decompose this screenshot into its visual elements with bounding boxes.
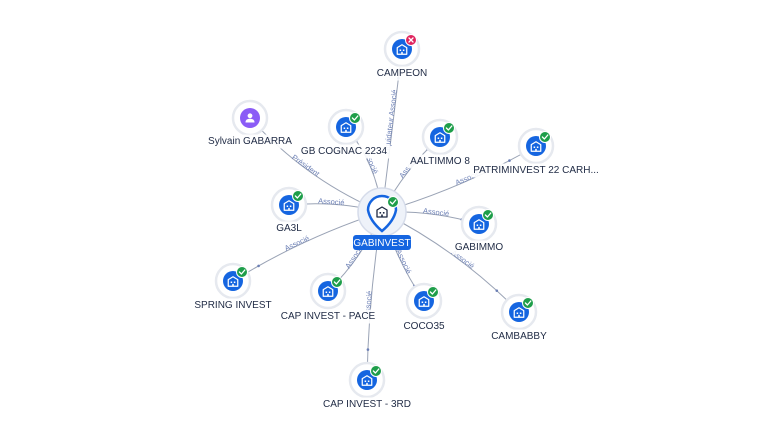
check-badge-icon [331, 276, 343, 288]
check-badge-icon [482, 209, 494, 221]
node-aaltimmo[interactable]: AALTIMMO 8 [407, 118, 474, 169]
node-label-sylvain: Sylvain GABARRA [208, 136, 292, 147]
building-icon [227, 276, 239, 287]
node-label-cambabby: CAMBABBY [491, 331, 547, 342]
node-gabimmo[interactable]: GABIMMO [451, 205, 507, 255]
node-campeon[interactable]: CAMPEON [373, 30, 431, 81]
building-icon [418, 296, 430, 307]
node-label-patriminvest: PATRIMINVEST 22 CARH... [473, 165, 599, 176]
node-label-bg [191, 298, 275, 313]
node-label-bg [205, 134, 296, 149]
building-icon [513, 307, 525, 318]
check-badge-icon [443, 122, 455, 134]
edge-label-ga3l: Associé [318, 196, 345, 207]
edge-label-coco35: Associé [394, 248, 413, 276]
check-badge-icon [387, 196, 399, 208]
edge-arrow-spring [257, 264, 260, 268]
node-cambabby[interactable]: CAMBABBY [488, 293, 551, 344]
node-gbcognac[interactable]: GB COGNAC 2234 [297, 108, 391, 159]
node-label-bg [373, 66, 431, 81]
center-node-gabinvest[interactable]: GABINVEST [353, 187, 411, 250]
node-patriminvest[interactable]: PATRIMINVEST 22 CARH... [470, 127, 602, 178]
node-spring[interactable]: SPRING INVEST [191, 262, 275, 313]
node-cap3rd[interactable]: CAP INVEST - 3RD [320, 361, 414, 412]
node-label-bg [400, 319, 448, 334]
node-label-cappace: CAP INVEST - PACE [281, 311, 376, 322]
check-badge-icon [522, 297, 534, 309]
node-sylvain[interactable]: Sylvain GABARRA [205, 99, 296, 149]
check-badge-icon [539, 131, 551, 143]
check-badge-icon [427, 286, 439, 298]
edge-arrow-cap3rd [366, 348, 370, 351]
building-icon [530, 141, 542, 152]
node-label-bg [297, 144, 391, 159]
node-coco35[interactable]: COCO35 [400, 282, 448, 334]
node-label-coco35: COCO35 [403, 321, 445, 332]
building-icon [322, 286, 334, 297]
node-label-cap3rd: CAP INVEST - 3RD [323, 399, 411, 410]
person-icon [245, 113, 255, 123]
node-label-bg [451, 240, 507, 255]
edge-label-spring: Associé [283, 234, 311, 253]
node-label-aaltimmo: AALTIMMO 8 [410, 156, 470, 167]
node-cappace[interactable]: CAP INVEST - PACE [277, 272, 379, 324]
node-label-bg [488, 329, 551, 344]
node-label-spring: SPRING INVEST [194, 300, 271, 311]
edge-label-cap3rd: Associé [363, 290, 374, 317]
node-label-bg [277, 309, 379, 324]
building-icon [396, 44, 408, 55]
node-label-campeon: CAMPEON [377, 68, 428, 79]
building-icon [340, 122, 352, 133]
center-label: GABINVEST [353, 238, 410, 249]
building-icon [376, 206, 388, 218]
building-icon [434, 132, 446, 143]
node-label-bg [407, 154, 474, 169]
node-label-bg [470, 163, 602, 178]
edge-arrow-cambabby [495, 289, 499, 292]
check-badge-icon [349, 112, 361, 124]
node-label-bg [320, 397, 414, 412]
node-label-gbcognac: GB COGNAC 2234 [301, 146, 388, 157]
building-icon [283, 200, 295, 211]
cross-badge-icon [405, 34, 417, 46]
node-label-gabimmo: GABIMMO [455, 242, 504, 253]
edge-arrow-patriminvest [508, 159, 511, 162]
node-label-ga3l: GA3L [276, 223, 302, 234]
check-badge-icon [236, 266, 248, 278]
building-icon [473, 219, 485, 230]
node-label-bg [273, 221, 306, 236]
center-label-bg [353, 235, 411, 250]
node-ga3l[interactable]: GA3L [270, 186, 308, 236]
check-badge-icon [292, 190, 304, 202]
edge-label-gabimmo: Associé [423, 206, 450, 218]
building-icon [361, 375, 373, 386]
check-badge-icon [370, 365, 382, 377]
